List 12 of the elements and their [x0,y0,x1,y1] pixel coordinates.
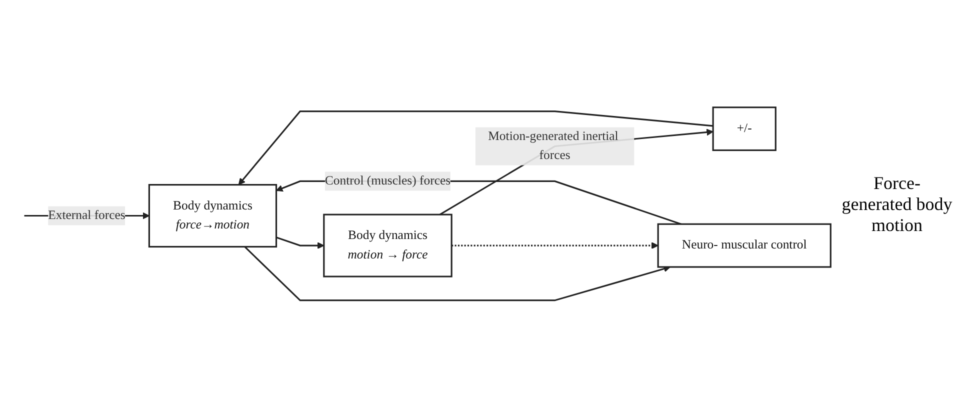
node-box: Neuro- muscular control [657,223,832,268]
node-box: Body dynamics force→motion [148,184,278,248]
note-label: Force- generated body motion [840,172,954,236]
arrow [452,242,658,250]
edge-label: External forces [48,208,126,222]
arrow [244,246,670,302]
node-box: +/- [712,106,776,152]
arrow [276,236,324,250]
node-box: Body dynamics motion → force [323,214,452,278]
arrow [238,110,714,186]
edge-label: Motion-generated inertial forces [488,130,618,162]
edge-label: Control (muscles) forces [324,174,451,188]
